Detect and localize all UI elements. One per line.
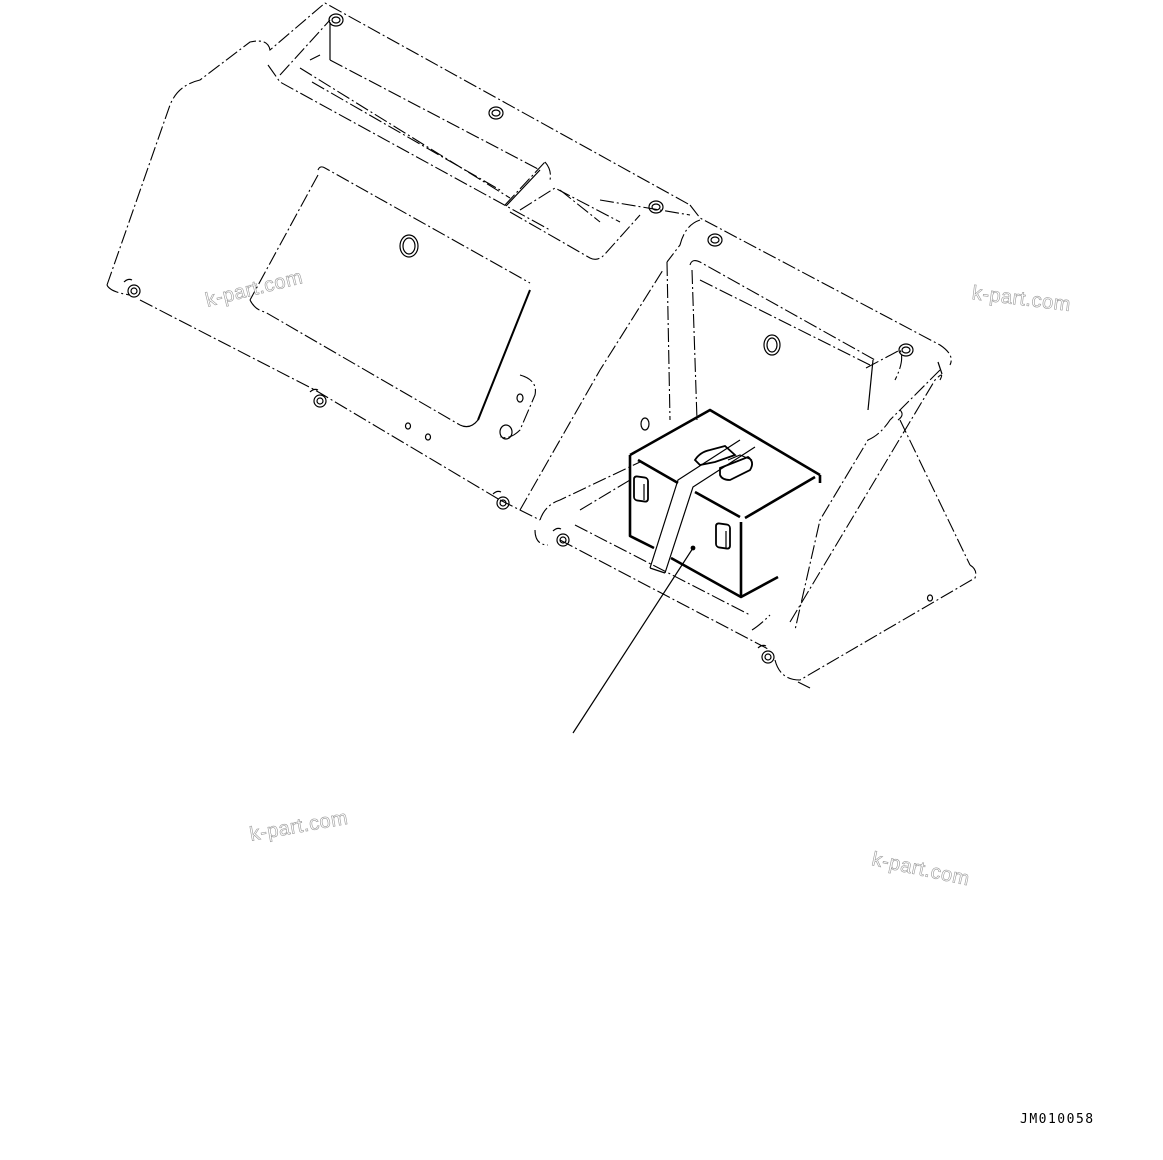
storage-box (628, 408, 822, 599)
nut-icon (309, 388, 327, 408)
right-frame (519, 204, 977, 689)
nut-icon (123, 278, 141, 298)
nut-icon (492, 490, 510, 510)
left-panel (106, 2, 691, 521)
nuts (123, 278, 775, 664)
leader-line (572, 547, 694, 734)
drawing-reference-code: JM010058 (1020, 1112, 1095, 1127)
nut-icon (552, 527, 570, 547)
